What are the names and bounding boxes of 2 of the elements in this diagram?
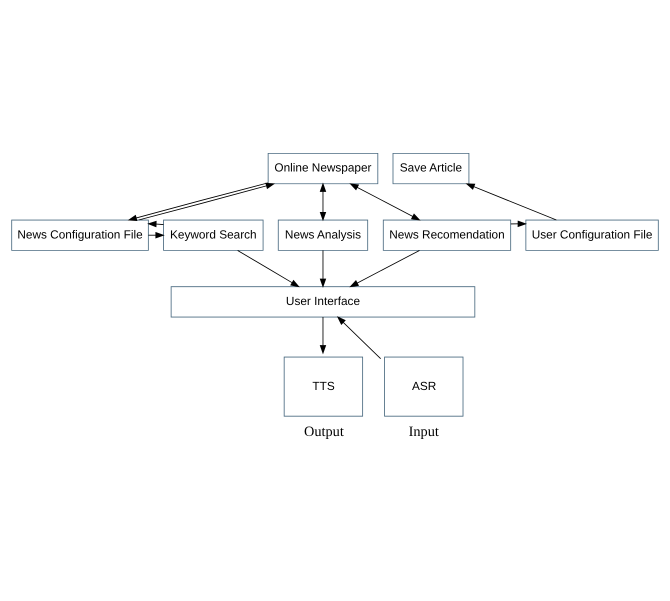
node-label: Input — [408, 424, 439, 440]
node-label: Output — [304, 424, 344, 440]
